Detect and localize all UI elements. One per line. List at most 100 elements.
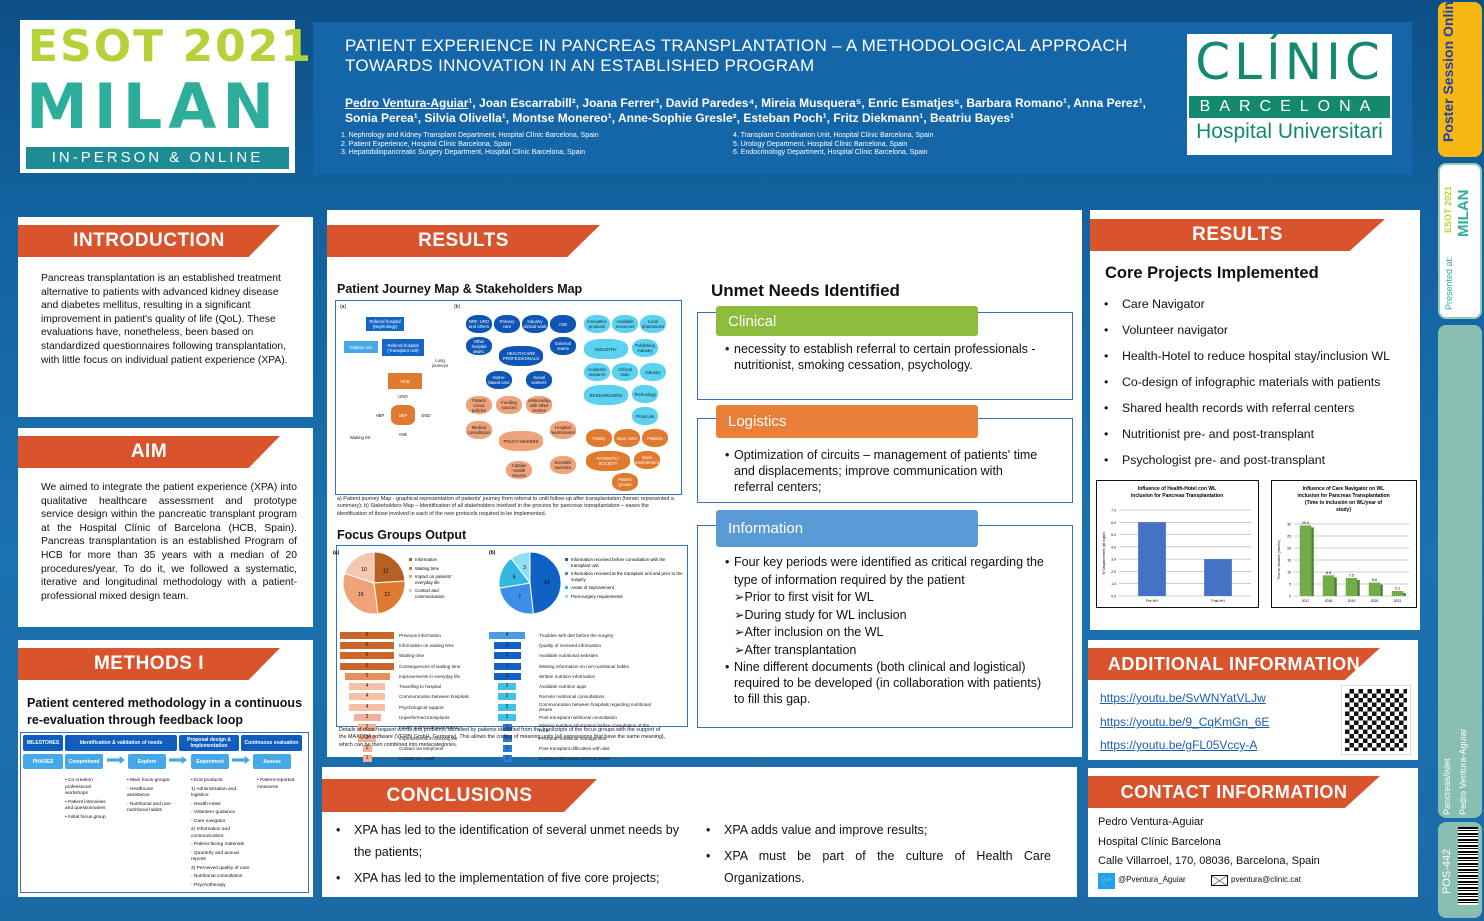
stakeholder-research-node: Clinical trials — [612, 363, 638, 381]
video-link-1[interactable]: https://youtu.be/SvWNYatVLJw — [1100, 691, 1266, 705]
contact-email[interactable]: pventura@clinic.cat — [1231, 875, 1301, 884]
methods-panel: METHODS I Patient centered methodology i… — [18, 640, 313, 897]
y-tick-label: 10 — [1287, 571, 1291, 575]
poster-title: PATIENT EXPERIENCE IN PANCREAS TRANSPLAN… — [345, 36, 1128, 75]
pie-slice — [529, 551, 562, 615]
pie-value: 12 — [383, 569, 389, 575]
data-label: 5.6 — [1372, 578, 1377, 582]
stakeholder-research-node: Industry — [640, 363, 666, 381]
legend-item: Information received before consultation… — [565, 557, 683, 568]
methods-item: - Volunteer guidance — [191, 810, 236, 815]
pie-slice — [373, 551, 406, 584]
pie-value: 3 — [523, 565, 526, 571]
stakeholder-industry-node: Available resources — [612, 315, 638, 333]
legend-item: Impact on patients' everyday life — [409, 574, 469, 585]
y-tick-label: 0 — [1289, 595, 1291, 599]
stakeholder-industry-hub: INDUSTRY — [584, 339, 628, 359]
chart-title: study) — [1336, 507, 1351, 513]
pie-slice — [343, 551, 375, 584]
frequency-bar: 2 — [498, 714, 516, 722]
bar-side — [1357, 580, 1360, 596]
stakeholder-hp-node: Home-based care — [486, 371, 512, 389]
twitter-handle[interactable]: @Pventura_Aguiar — [1118, 875, 1186, 884]
frequency-label: Available nutritional websites — [539, 653, 598, 659]
qr-code-icon[interactable] — [1341, 685, 1411, 755]
results-heading: RESULTS — [327, 225, 600, 257]
stakeholder-policy-hub: POLICY-MAKERS — [499, 431, 543, 451]
stakeholder-patients-node: Main carer — [614, 429, 640, 447]
bar-side — [1380, 584, 1383, 596]
conclusion-item: XPA must be part of the culture of Healt… — [706, 845, 1051, 889]
stakeholder-hp-node: Industry clinical work — [522, 315, 548, 333]
chart-title: Influence of Care Navigator on WL — [1303, 486, 1385, 492]
pie-slice — [373, 580, 406, 615]
methods-item: • Patient-reported measures — [257, 778, 295, 790]
frequency-bar: 6 — [340, 631, 394, 639]
affiliations-right: 4. Transplant Coordination Unit, Hospita… — [733, 132, 934, 157]
y-tick-label: 3.0 — [1111, 558, 1116, 562]
additional-info-heading: ADDITIONAL INFORMATION — [1088, 648, 1380, 680]
presented-at-badge: Presented at: ESOT 2021 MILAN — [1438, 163, 1482, 319]
stakeholder-hp-node: Social workers — [526, 371, 552, 389]
y-tick-label: 6.0 — [1111, 521, 1116, 525]
frequency-bar: 4 — [349, 683, 385, 691]
affiliations-left: 1. Nephrology and Kidney Transplant Depa… — [341, 132, 599, 157]
methods-item: 3) Perceived quality of care: — [191, 865, 251, 871]
stakeholder-hp-node: ASE — [550, 315, 576, 333]
frequency-row: 6 Previous information — [339, 630, 473, 640]
conclusion-item: XPA has led to the implementation of fiv… — [336, 867, 698, 889]
label-b: (b) — [454, 304, 461, 310]
video-link-3[interactable]: https://youtu.be/gFL05Vccy-A — [1100, 738, 1258, 752]
frequency-label: Waiting time — [399, 653, 425, 659]
y-tick-label: 1.0 — [1111, 582, 1116, 586]
frequency-bar: 3 — [493, 672, 521, 680]
methods-item: 2) Information and communication: — [191, 827, 230, 839]
journey-stakeholder-map: (a)(b)Referral hospital (Nephrology)Dial… — [335, 300, 682, 495]
arrow-icon — [107, 756, 125, 764]
journey-node: Referral hospital (Nephrology) — [366, 317, 404, 331]
pie-value: 12 — [384, 592, 390, 598]
information-box — [697, 525, 1073, 728]
introduction-heading: INTRODUCTION — [18, 225, 280, 257]
stakeholder-policy-node: Catalan Health Service — [506, 461, 532, 479]
core-project-item: Co-design of infographic materials with … — [1104, 369, 1419, 395]
frequency-label: Communication between hospitals regardin… — [539, 702, 651, 713]
journey-map-title: Patient Journey Map & Stakeholders Map — [337, 282, 583, 296]
contact-panel: CONTACT INFORMATION Pedro Ventura-Aguiar… — [1088, 768, 1418, 897]
methods-item: - Healthcare assistance — [127, 786, 154, 799]
journey-caption: a) Patient journey Map - graphical repre… — [337, 496, 674, 517]
video-link-2[interactable]: https://youtu.be/9_CqKmGn_6E — [1100, 715, 1270, 729]
frequency-label: Communication between hospitals — [399, 694, 469, 700]
frequency-label: Nutrition information at HCB server — [539, 756, 611, 762]
pie-slice — [498, 582, 534, 615]
chart-title: inclusion for Pancreas Transplantation — [1131, 493, 1223, 499]
bar — [1391, 590, 1404, 596]
pie-value: 7 — [518, 595, 521, 601]
frequency-label: Remote nutritional consultations — [539, 694, 605, 700]
stakeholder-hp-node: NRF, URO and others — [466, 315, 492, 333]
journey-node: ANE — [396, 431, 410, 438]
clinical-text: necessity to establish referral to certa… — [725, 341, 1045, 373]
contact-name: Pedro Ventura-Aguiar — [1098, 816, 1204, 828]
frequency-bar: 3 — [493, 641, 521, 649]
arrow-icon — [169, 756, 187, 764]
stakeholder-research-hub: RESEARCHERS — [584, 385, 628, 405]
legend-text: Contact and communication — [415, 588, 445, 599]
frequency-label: Previous information — [399, 632, 441, 638]
pie-slice — [510, 551, 531, 585]
